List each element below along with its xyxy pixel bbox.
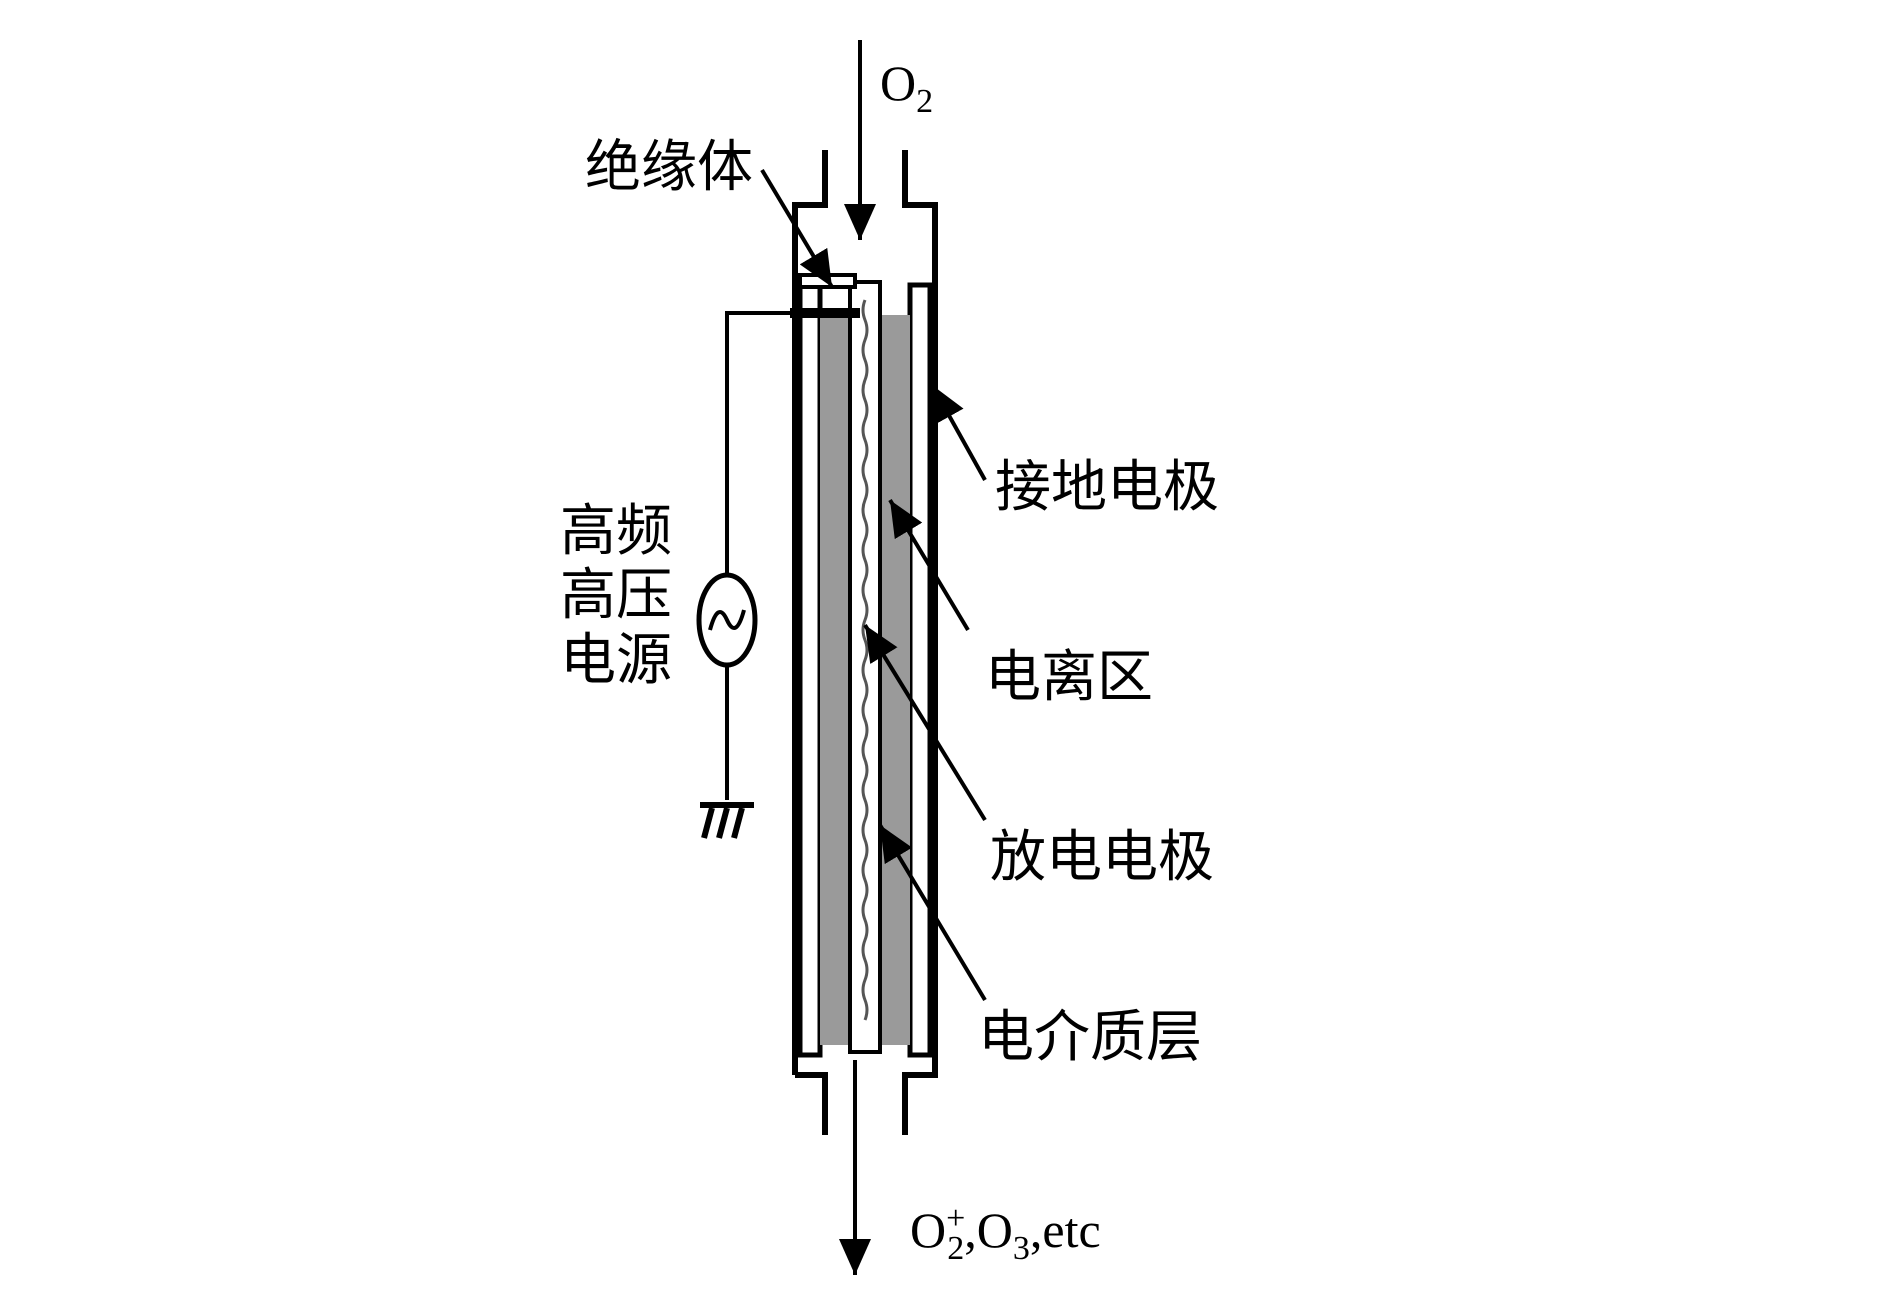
power-source-line2: 高压 bbox=[560, 563, 672, 629]
gas-out-label: O+2,O3,etc bbox=[910, 1202, 1101, 1266]
gas-out-sub1: 2 bbox=[947, 1230, 965, 1267]
insulator-leader bbox=[760, 168, 834, 289]
ground-icon bbox=[700, 802, 754, 839]
gas-out-sub2: 3 bbox=[1012, 1230, 1030, 1267]
connector-bar bbox=[790, 308, 860, 318]
gas-out-tail: ,etc bbox=[1029, 1202, 1101, 1258]
discharge-electrode-leader bbox=[863, 623, 987, 822]
gas-out-sup1: + bbox=[946, 1200, 966, 1237]
ground-electrode-leader bbox=[930, 384, 987, 481]
gas-in-base: O bbox=[880, 55, 917, 111]
left-wall bbox=[797, 282, 823, 1058]
discharge-electrode-label: 放电电极 bbox=[990, 825, 1214, 890]
ionization-zone-leader bbox=[888, 498, 970, 632]
gas-out-sep1: ,O bbox=[964, 1202, 1013, 1258]
gas-in-label: O2 bbox=[880, 55, 933, 119]
sine-wave-icon bbox=[708, 609, 746, 631]
power-source-line1: 高频 bbox=[560, 499, 672, 564]
reactor-housing bbox=[792, 150, 938, 1135]
gas-out-part1: O bbox=[910, 1202, 947, 1258]
ionization-zone-label: 电离区 bbox=[985, 645, 1153, 710]
ground-electrode-label: 接地电极 bbox=[995, 455, 1219, 520]
dielectric-layer-leader bbox=[878, 823, 987, 1002]
insulator-label: 绝缘体 bbox=[585, 135, 753, 200]
power-source-label: 高频 高压 电源 bbox=[560, 499, 672, 693]
dielectric-layer-label: 电介质层 bbox=[978, 1005, 1202, 1070]
power-wire bbox=[725, 311, 790, 800]
gas-in-sub: 2 bbox=[916, 83, 934, 120]
power-source-line3: 电源 bbox=[560, 627, 672, 693]
ground-electrode-wall bbox=[907, 282, 933, 1058]
